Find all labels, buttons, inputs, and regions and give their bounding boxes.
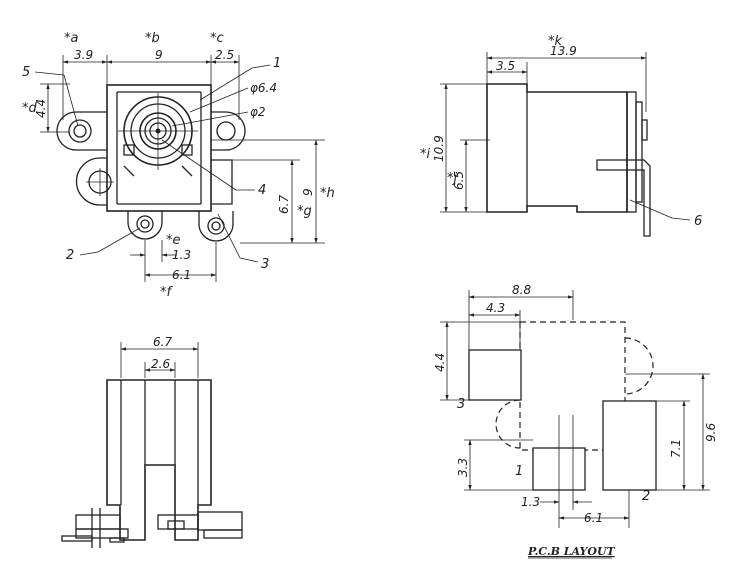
bottom-view	[61, 342, 243, 548]
dim-i-label: *i	[420, 147, 431, 162]
pcb-dim-bottom-wide: 6.1	[584, 511, 603, 525]
dim-g-value: 6.7	[277, 195, 291, 214]
pcb-pad-1-label: 1	[515, 464, 523, 479]
dim-e-label: *e	[166, 233, 181, 248]
pcb-dim-left: 4.4	[433, 353, 447, 372]
dia-outer-label: φ6.4	[250, 81, 277, 95]
dim-h-value: 9	[301, 188, 315, 196]
bottom-dim-inner: 2.6	[151, 357, 170, 371]
dim-e-value: 1.3	[172, 248, 191, 262]
dim-a-label: *a	[64, 31, 79, 46]
dia-inner-label: φ2	[250, 105, 266, 119]
dim-b-value: 9	[155, 48, 163, 62]
pcb-layout-title: P.C.B LAYOUT	[527, 545, 616, 558]
dim-h-label: *h	[320, 186, 335, 201]
dim-k-label: *k	[548, 34, 563, 49]
dim-k-value: 13.9	[550, 44, 577, 58]
pcb-pad-3-label: 3	[457, 397, 465, 412]
dim-c-label: *c	[210, 31, 224, 46]
callout-2: 2	[66, 248, 74, 263]
callout-5: 5	[22, 65, 30, 80]
dim-k-sub-value: 3.5	[496, 59, 515, 73]
pcb-dim-top-sub: 4.3	[486, 301, 505, 315]
pcb-pad-2-label: 2	[642, 489, 650, 504]
callout-6: 6	[694, 214, 702, 229]
pcb-dim-right-outer: 9.6	[704, 423, 718, 442]
dim-f-value: 6.1	[172, 268, 191, 282]
pcb-dim-bottom-small: 1.3	[521, 495, 540, 509]
pcb-dim-top: 8.8	[512, 283, 531, 297]
dim-f-label: *f	[160, 285, 174, 300]
bottom-dim-outer: 6.7	[153, 335, 172, 349]
dim-c-value: 2.5	[215, 48, 234, 62]
callout-4: 4	[258, 183, 266, 198]
dim-j-label: *j	[447, 171, 458, 186]
dim-j-value: 6.5	[452, 171, 466, 190]
pcb-layout	[440, 290, 710, 528]
callout-3: 3	[261, 257, 269, 272]
pcb-dim-right-inner: 7.1	[669, 439, 683, 458]
side-view	[440, 52, 691, 237]
pcb-dim-left-low: 3.3	[456, 458, 470, 477]
dim-a-value: 3.9	[74, 48, 93, 62]
dim-d-label: *d	[22, 101, 38, 116]
front-view	[34, 55, 325, 282]
dim-i-value: 10.9	[432, 135, 446, 162]
dim-b-label: *b	[145, 31, 160, 46]
dim-d-value: 4.4	[34, 99, 48, 118]
dim-g-label: *g	[297, 204, 312, 219]
callout-1: 1	[273, 56, 281, 71]
